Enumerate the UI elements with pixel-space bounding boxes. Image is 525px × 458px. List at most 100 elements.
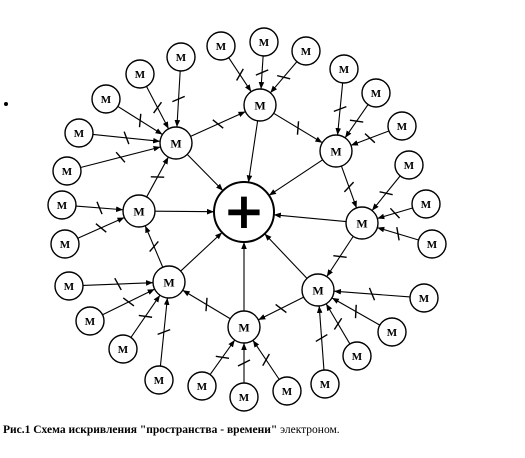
curvature-tick — [123, 131, 130, 145]
curvature-tick — [379, 191, 393, 196]
outer-m-node: M — [409, 283, 439, 313]
curvature-tick — [138, 314, 153, 318]
node-label: M — [62, 166, 73, 178]
curvature-tick — [149, 240, 159, 253]
node-label: M — [397, 121, 408, 133]
arrow-mid-to-center — [264, 233, 308, 279]
outer-m-node: M — [249, 27, 279, 57]
node-label: M — [282, 386, 293, 398]
curvature-tick — [157, 328, 171, 336]
caption-prefix: Рис.1 Схема искривления "пространства - … — [3, 424, 278, 436]
outer-m-node: M — [47, 190, 77, 220]
curvature-tick — [262, 353, 270, 367]
curvature-tick — [237, 359, 251, 367]
curvature-tick — [215, 355, 230, 360]
curvature-tick — [333, 317, 343, 330]
curvature-tick — [122, 297, 135, 307]
curvature-tick — [115, 151, 126, 163]
node-label: M — [254, 98, 265, 112]
curvature-tick — [212, 119, 224, 129]
outer-m-node: M — [54, 271, 84, 301]
outer-m-node: M — [387, 111, 417, 141]
curvature-tick — [138, 113, 142, 128]
curvature-tick — [368, 287, 376, 301]
outer-m-node: M — [291, 36, 321, 66]
node-label: M — [312, 283, 323, 297]
curvature-tick — [95, 223, 107, 233]
curvature-tick — [114, 277, 122, 291]
inner-m-node: M — [227, 310, 261, 344]
outer-m-node: M — [187, 371, 217, 401]
node-label: M — [330, 144, 341, 158]
outer-m-node: M — [361, 78, 391, 108]
curvature-tick — [389, 207, 401, 219]
outer-m-node: M — [166, 42, 196, 72]
node-label: M — [419, 293, 430, 305]
outer-m-node: M — [125, 59, 155, 89]
inner-m-node: M — [159, 126, 193, 160]
node-label: M — [216, 41, 227, 53]
node-label: M — [239, 392, 250, 404]
outer-m-node: M — [75, 306, 105, 336]
curvature-tick — [364, 133, 376, 144]
curvature-tick — [343, 181, 355, 193]
outer-m-node: M — [108, 334, 138, 364]
figure-caption: Рис.1 Схема искривления "пространства - … — [3, 424, 523, 436]
curvature-tick — [333, 255, 347, 258]
node-label: M — [170, 136, 181, 150]
node-label: M — [352, 351, 363, 363]
outer-m-node: M — [272, 376, 302, 406]
outer-m-node: M — [411, 189, 441, 219]
node-label: M — [371, 88, 382, 100]
outer-m-node: M — [377, 317, 407, 347]
curvature-tick — [396, 227, 400, 241]
node-label: M — [356, 216, 367, 230]
curvature-tick — [276, 74, 291, 80]
outer-m-node: M — [52, 156, 82, 186]
node-label: M — [101, 94, 112, 106]
inner-m-node: M — [243, 88, 277, 122]
curvature-tick — [349, 119, 364, 123]
inner-m-node: M — [152, 265, 186, 299]
node-label: M — [64, 281, 75, 293]
node-label: M — [387, 327, 398, 339]
outer-m-node: M — [394, 150, 424, 180]
curvature-tick — [296, 121, 300, 135]
node-label: M — [301, 46, 312, 58]
node-label: M — [176, 52, 187, 64]
outer-m-node: M — [310, 369, 340, 399]
curvature-tick — [235, 68, 244, 81]
arrow-mid-to-center — [246, 120, 259, 183]
node-label: M — [154, 375, 165, 387]
curvature-tick — [333, 105, 347, 113]
inner-m-node: M — [301, 273, 335, 307]
outer-m-node: M — [329, 54, 359, 84]
node-label: M — [133, 204, 144, 218]
node-label: M — [404, 160, 415, 172]
node-label: M — [60, 239, 71, 251]
inner-m-node: M — [122, 194, 156, 228]
node-label: M — [118, 344, 129, 356]
node-label: M — [163, 275, 174, 289]
curvature-tick — [354, 304, 357, 319]
arrow-mid-to-center — [154, 208, 215, 215]
stray-dot — [4, 102, 8, 106]
inner-m-node: M — [345, 206, 379, 240]
caption-suffix: электроном. — [277, 424, 340, 436]
arrow-mid-to-center — [180, 232, 223, 272]
node-label: M — [238, 320, 249, 334]
node-label: M — [259, 37, 270, 49]
node-label: M — [74, 128, 85, 140]
outer-m-node: M — [342, 341, 372, 371]
arrow-edges — [75, 55, 419, 383]
curvature-tick — [153, 101, 163, 114]
outer-m-node: M — [144, 365, 174, 395]
curvature-tick — [255, 69, 269, 76]
curvature-tick — [172, 95, 185, 103]
node-label: M — [421, 199, 432, 211]
node-label: M — [85, 316, 96, 328]
node-label: M — [339, 64, 350, 76]
inner-m-node: M — [319, 134, 353, 168]
